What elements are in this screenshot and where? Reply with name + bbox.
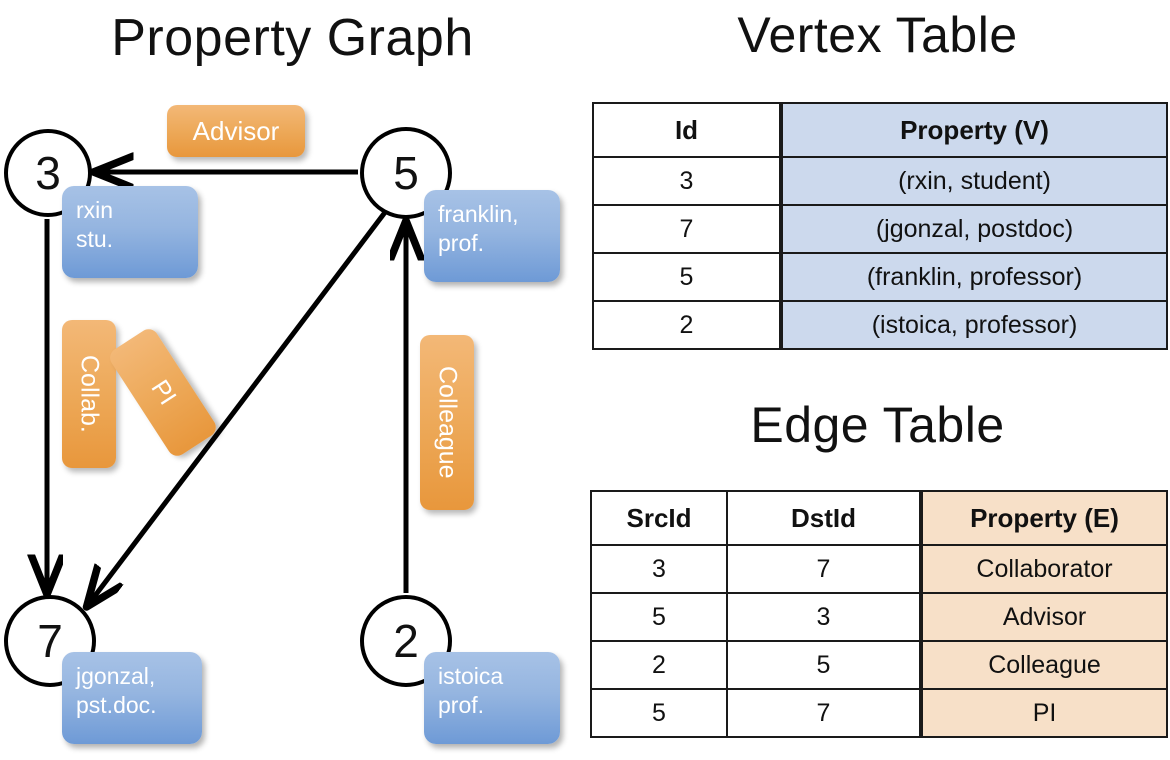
vertex-property-line-2: pst.doc.	[76, 691, 157, 718]
table-row[interactable]: 5 (franklin, professor)	[592, 252, 1168, 302]
vertex-property-line-2: stu.	[76, 225, 114, 252]
vertex-property-box-2[interactable]: istoica prof.	[424, 652, 560, 744]
table-row[interactable]: 3 (rxin, student)	[592, 156, 1168, 206]
edge-cell-dst: 7	[726, 544, 922, 594]
vertex-cell-id: 3	[592, 156, 782, 206]
edge-label-collab-text: Collab.	[75, 355, 104, 433]
vertex-cell-property: (jgonzal, postdoc)	[779, 204, 1168, 254]
vertex-property-box-7[interactable]: jgonzal, pst.doc.	[62, 652, 202, 744]
vertex-cell-id: 7	[592, 204, 782, 254]
edge-label-colleague-text: Colleague	[433, 366, 462, 479]
edge-table: SrcId DstId Property (E) 3 7 Collaborato…	[590, 490, 1168, 738]
vertex-cell-property: (franklin, professor)	[779, 252, 1168, 302]
vertex-cell-id: 2	[592, 300, 782, 350]
vertex-property-box-5[interactable]: franklin, prof.	[424, 190, 560, 282]
edge-table-header-dstid: DstId	[726, 490, 922, 546]
vertex-property-line-2: prof.	[438, 691, 485, 718]
edge-5-to-7	[88, 209, 388, 605]
vertex-table-header-row: Id Property (V)	[592, 102, 1168, 158]
edge-label-advisor-text: Advisor	[192, 115, 280, 146]
edge-cell-property: PI	[919, 688, 1168, 738]
edge-label-pi-text: PI	[145, 374, 182, 410]
edge-cell-src: 2	[590, 640, 728, 690]
graph-edges-layer	[0, 0, 585, 760]
edge-cell-dst: 3	[726, 592, 922, 642]
vertex-property-line-1: franklin,	[438, 201, 519, 227]
vertex-cell-property: (rxin, student)	[779, 156, 1168, 206]
edge-label-advisor[interactable]: Advisor	[167, 105, 305, 157]
vertex-property-line-1: istoica	[438, 663, 504, 689]
page-title-edge-table: Edge Table	[750, 397, 1005, 453]
vertex-property-line-1: jgonzal,	[76, 663, 156, 689]
vertex-table-header-id: Id	[592, 102, 782, 158]
vertex-property-box-3[interactable]: rxin stu.	[62, 186, 198, 278]
vertex-property-line-1: rxin	[76, 197, 114, 223]
edge-label-collab[interactable]: Collab.	[62, 320, 116, 468]
graph-node-2[interactable]: 2	[360, 595, 452, 687]
edge-cell-dst: 7	[726, 688, 922, 738]
edge-cell-src: 3	[590, 544, 728, 594]
edge-cell-src: 5	[590, 592, 728, 642]
table-row[interactable]: 5 7 PI	[590, 688, 1168, 738]
table-row[interactable]: 2 5 Colleague	[590, 640, 1168, 690]
edge-cell-dst: 5	[726, 640, 922, 690]
property-graph-diagram: 3 5 7 2 rxin stu. franklin, prof. jgonza…	[0, 0, 585, 760]
table-row[interactable]: 5 3 Advisor	[590, 592, 1168, 642]
edge-table-header-property: Property (E)	[919, 490, 1168, 546]
table-row[interactable]: 2 (istoica, professor)	[592, 300, 1168, 350]
edge-table-header-srcid: SrcId	[590, 490, 728, 546]
vertex-table: Id Property (V) 3 (rxin, student) 7 (jgo…	[592, 102, 1168, 350]
edge-cell-property: Collaborator	[919, 544, 1168, 594]
vertex-cell-property: (istoica, professor)	[779, 300, 1168, 350]
edge-label-colleague[interactable]: Colleague	[420, 335, 474, 510]
edge-cell-src: 5	[590, 688, 728, 738]
table-row[interactable]: 3 7 Collaborator	[590, 544, 1168, 594]
page-title-property-graph: Property Graph	[111, 9, 474, 67]
edge-cell-property: Colleague	[919, 640, 1168, 690]
table-row[interactable]: 7 (jgonzal, postdoc)	[592, 204, 1168, 254]
edge-table-header-row: SrcId DstId Property (E)	[590, 490, 1168, 546]
vertex-table-header-property: Property (V)	[779, 102, 1168, 158]
vertex-cell-id: 5	[592, 252, 782, 302]
page-title-vertex-table: Vertex Table	[737, 7, 1018, 63]
vertex-property-line-2: prof.	[438, 229, 485, 256]
edge-cell-property: Advisor	[919, 592, 1168, 642]
